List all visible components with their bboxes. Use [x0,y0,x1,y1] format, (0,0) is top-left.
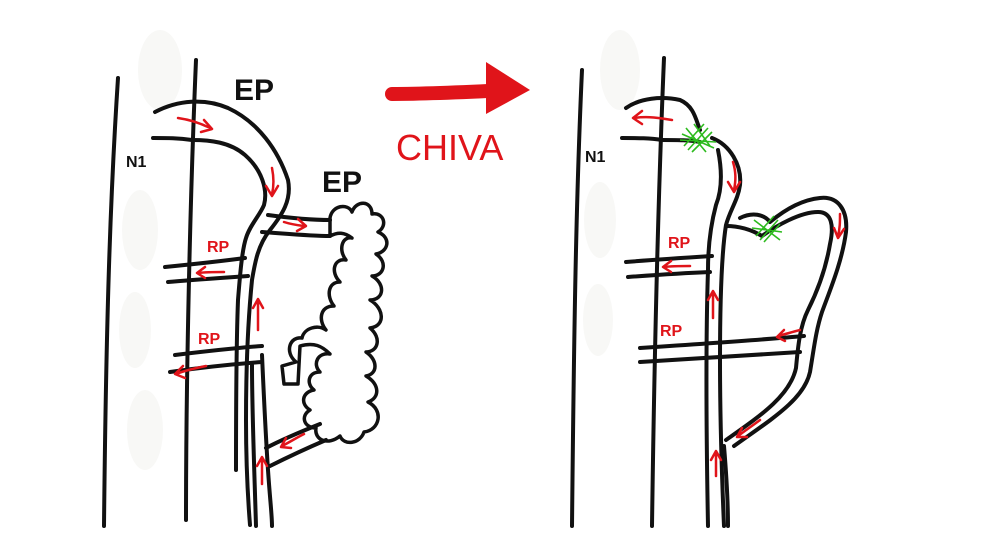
flow-arrow-icon [173,364,208,380]
flow-arrow-icon [726,160,742,194]
left-lower-connector [264,422,322,450]
right-deep-vein-outer [650,56,666,528]
left-n1-vein [151,136,194,142]
right-n1-vein [620,136,664,142]
right-superficial-stub-top [624,96,702,132]
right-tributary-loop-outer [732,195,849,448]
procedure-label: CHIVA [396,127,503,168]
background-shading [119,30,640,470]
left-lower-superficial-vein [260,353,274,528]
flow-arrow-icon [264,166,280,198]
left-superficial-vein-inner [190,138,268,472]
flow-arrow-icon [251,297,265,332]
ligation-marks [679,123,783,243]
right-lower-junction [722,444,730,528]
right-rp-upper-perforator-b [626,270,712,279]
left-rp-upper-perforator-b [166,274,250,284]
flow-arrow-icon [631,109,674,126]
left-deep-vein-outer [184,58,198,522]
right-labels: N1 RP RP [585,149,691,340]
right-rp-lower-perforator-b [638,350,802,364]
ep-label: EP [322,166,362,199]
rp-label: RP [668,235,691,252]
flow-arrow-icon [195,265,226,280]
flow-arrow-icon [709,449,723,478]
ligation-mark-icon [679,123,717,153]
flow-arrow-icon [661,259,692,274]
left-ep-connector [266,213,332,222]
ep-label: EP [234,74,274,107]
right-rp-upper-perforator [624,254,714,264]
right-tributary-loop-inner [724,210,834,442]
left-lower-superficial-vein-b [250,363,258,528]
left-labels: N1 EP EP RP RP [126,74,362,348]
right-superficial-vein [710,136,743,528]
flow-arrow-icon [706,289,720,320]
right-arrow-head [486,62,530,114]
left-leg-outline [102,76,120,528]
rp-label: RP [660,323,683,340]
flow-arrow-icon [255,455,269,486]
flow-arrow-icon [279,432,306,450]
left-superficial-vein-top [153,99,291,527]
left-flow-arrows [173,116,308,486]
flow-arrow-icon [775,328,802,343]
procedure-arrow: CHIVA [385,62,530,168]
left-rp-upper-perforator [163,256,247,269]
right-diagram-after [570,56,849,528]
left-varicose-cluster [280,201,389,445]
ligation-mark-icon [751,215,783,243]
left-rp-lower-perforator [173,344,264,357]
right-superficial-vein-inner [704,148,723,528]
flow-arrow-icon [176,116,214,134]
flow-arrow-icon [282,217,308,233]
rp-label: RP [198,331,221,348]
right-rp-lower-perforator [638,334,806,350]
flow-arrow-icon [832,212,846,240]
right-flow-arrows [631,109,846,478]
right-leg-outline [570,68,584,528]
n1-label: N1 [585,149,606,166]
flow-arrow-icon [735,418,762,439]
rp-label: RP [207,239,230,256]
n1-label: N1 [126,154,147,171]
left-ep-connector-b [260,230,332,238]
